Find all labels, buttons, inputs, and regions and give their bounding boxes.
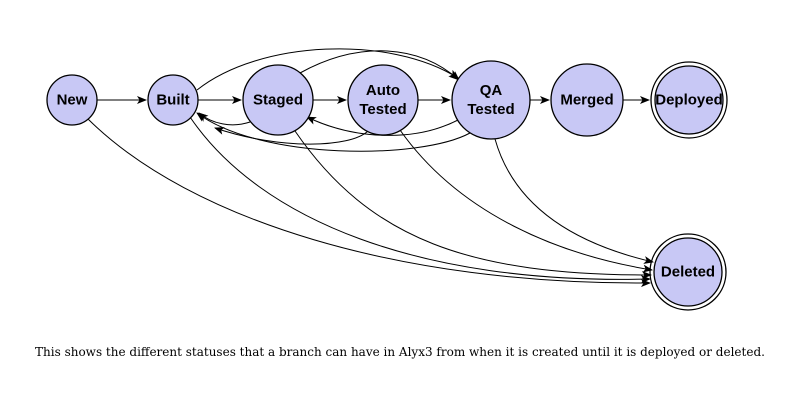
node-circle	[653, 237, 723, 307]
node-label: Merged	[560, 92, 613, 109]
node-outer-ring	[650, 61, 728, 139]
node-circle	[654, 65, 724, 135]
node-label: Tested	[359, 101, 406, 118]
node-label: New	[57, 92, 88, 109]
node-circle	[46, 74, 98, 126]
node-label: Tested	[467, 101, 514, 118]
edge-built-to-deleted	[189, 116, 651, 284]
node-built: Built	[147, 74, 199, 126]
node-label: Deleted	[661, 264, 715, 281]
node-circle	[347, 64, 419, 136]
node-label: Built	[156, 92, 189, 109]
edge-qa-tested-to-deleted	[494, 138, 654, 264]
edge-new-to-deleted	[87, 118, 651, 288]
edge-auto-tested-to-built	[214, 127, 369, 145]
edge-staged-to-deleted	[294, 130, 652, 279]
edge-built-to-qa-tested	[196, 48, 459, 91]
node-label: Staged	[253, 92, 303, 109]
node-circle	[242, 64, 314, 136]
edge-staged-to-qa-tested	[299, 50, 460, 81]
node-outer-ring	[649, 233, 727, 311]
node-circle	[147, 74, 199, 126]
node-circle	[550, 63, 624, 137]
node-deployed: Deployed	[650, 61, 728, 139]
node-deleted: Deleted	[649, 233, 727, 311]
node-staged: Staged	[242, 64, 314, 136]
figure-caption: This shows the different statuses that a…	[35, 345, 765, 359]
edge-qa-tested-to-built	[196, 112, 471, 152]
node-qa-tested: QA Tested	[451, 60, 531, 140]
node-circle	[451, 60, 531, 140]
node-label: Auto	[366, 82, 400, 99]
edge-auto-tested-to-deleted	[399, 129, 653, 273]
node-new: New	[46, 74, 98, 126]
node-label: Deployed	[655, 92, 723, 109]
node-label: QA	[480, 82, 503, 99]
node-merged: Merged	[550, 63, 624, 137]
edges-layer	[87, 48, 654, 288]
